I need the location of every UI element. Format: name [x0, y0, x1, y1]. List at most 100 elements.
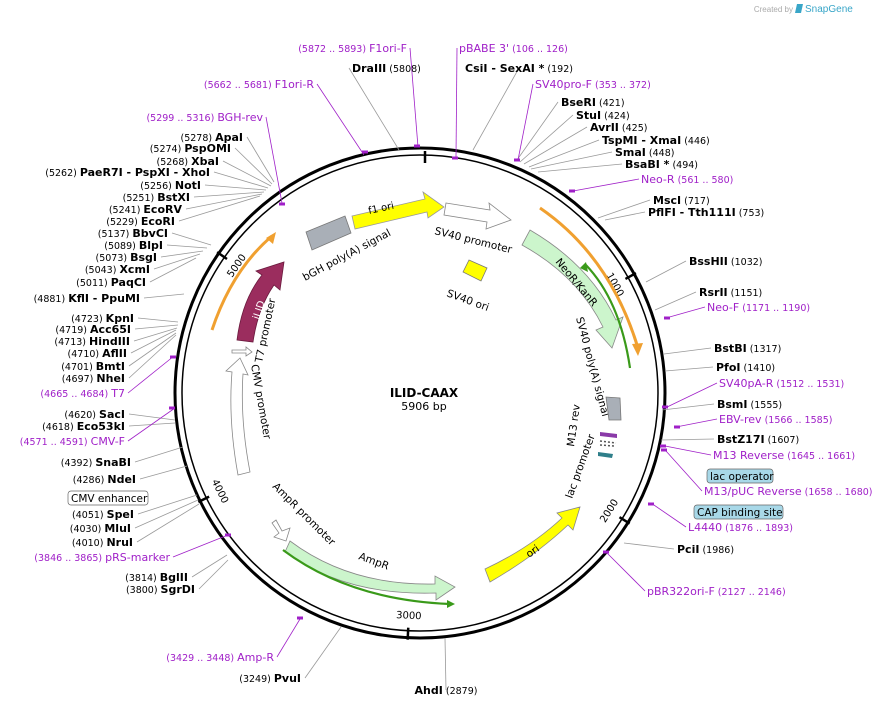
sv40-ori-box[interactable] — [462, 259, 488, 282]
enzyme-label[interactable]: SmaI (448) — [615, 146, 674, 159]
primer-site[interactable] — [225, 533, 231, 537]
primer-site[interactable] — [297, 616, 303, 620]
enzyme-label[interactable]: (5256) NotI — [140, 179, 201, 192]
enzyme-label[interactable]: (4010) NruI — [72, 536, 133, 549]
enzyme-label[interactable]: (5073) BsgI — [95, 251, 157, 264]
primer-label[interactable]: (3429 .. 3448) Amp-R — [166, 651, 274, 664]
primer-site[interactable] — [660, 444, 666, 448]
enzyme-label[interactable]: BstBI (1317) — [714, 342, 781, 355]
enzyme-label[interactable]: BsmI (1555) — [717, 398, 782, 411]
enzyme-label[interactable]: BssHII (1032) — [689, 255, 762, 268]
primer-label[interactable]: SV40pro-F (353 .. 372) — [535, 78, 651, 91]
lac-operator-marker[interactable] — [599, 440, 617, 447]
enzyme-label[interactable]: RsrII (1151) — [699, 286, 762, 299]
enzyme-label[interactable]: (3800) SgrDI — [126, 583, 195, 596]
primer-site[interactable] — [452, 156, 458, 160]
f1-ori-arrow[interactable] — [351, 191, 445, 230]
primer-label[interactable]: (5662 .. 5681) F1ori-R — [204, 78, 314, 91]
enzyme-label[interactable]: (5268) XbaI — [157, 155, 219, 168]
enzyme-label[interactable]: BsaBI * (494) — [625, 158, 698, 171]
enzyme-label[interactable]: (5011) PaqCI — [76, 276, 146, 289]
primer-site[interactable] — [569, 189, 575, 193]
primer-label[interactable]: (5299 .. 5316) BGH-rev — [146, 111, 263, 124]
t7-promoter-arrow[interactable] — [231, 346, 253, 357]
cap-binding-box[interactable] — [693, 504, 784, 520]
sv40-polya-box[interactable] — [605, 396, 622, 421]
primer-label[interactable]: (3846 .. 3865) pRS-marker — [34, 551, 170, 564]
primer-site[interactable] — [603, 550, 609, 554]
enzyme-label[interactable]: (4618) Eco53kI — [42, 420, 125, 433]
primer-site[interactable] — [362, 150, 368, 154]
enzyme-label[interactable]: (5278) ApaI — [180, 131, 243, 144]
primer-label[interactable]: EBV-rev (1566 .. 1585) — [719, 413, 832, 426]
m13-rev-marker[interactable] — [600, 432, 617, 438]
enzyme-label[interactable]: MscI (717) — [653, 194, 710, 207]
primer-label[interactable]: Neo-R (561 .. 580) — [641, 173, 733, 186]
primer-leader — [517, 83, 534, 161]
cmv-promoter-arrow[interactable] — [225, 357, 251, 476]
primer-label[interactable]: pBR322ori-F (2127 .. 2146) — [647, 585, 786, 598]
neor-kanr-arrow[interactable] — [521, 229, 624, 349]
enzyme-label[interactable]: AhdI (2879) — [415, 684, 478, 697]
primer-label[interactable]: (4571 .. 4591) CMV-F — [20, 435, 125, 448]
enzyme-label[interactable]: (5043) XcmI — [85, 263, 150, 276]
enzyme-label[interactable]: StuI (424) — [576, 109, 630, 122]
enzyme-label[interactable]: PfoI (1410) — [716, 361, 775, 374]
enzyme-label[interactable]: (4392) SnaBI — [61, 456, 131, 469]
enzyme-label[interactable]: (5274) PspOMI — [150, 142, 231, 155]
primer-site[interactable] — [648, 502, 654, 506]
enzyme-label[interactable]: (4719) Acc65I — [55, 323, 131, 336]
enzyme-label[interactable]: CsiI - SexAI * (192) — [465, 62, 573, 75]
sv40-promoter-arrow[interactable] — [443, 202, 512, 230]
enzyme-label[interactable]: (4701) BmtI — [61, 360, 125, 373]
ori-arrow[interactable] — [484, 506, 581, 583]
enzyme-label[interactable]: (4881) KflI - PpuMI — [34, 292, 140, 305]
primer-label[interactable]: L4440 (1876 .. 1893) — [688, 521, 793, 534]
enzyme-label[interactable]: BstZ17I (1607) — [717, 433, 799, 446]
enzyme-label[interactable]: (5137) BbvCI — [98, 227, 168, 240]
enzyme-label[interactable]: (5229) EcoRI — [106, 215, 175, 228]
primer-label[interactable]: pBABE 3' (106 .. 126) — [459, 42, 568, 55]
primer-label[interactable]: Neo-F (1171 .. 1190) — [707, 301, 810, 314]
primer-label[interactable]: M13 Reverse (1645 .. 1661) — [713, 449, 855, 462]
enzyme-label[interactable]: (5241) EcoRV — [109, 203, 183, 216]
enzyme-label[interactable]: (5251) BstXI — [123, 191, 190, 204]
primer-site[interactable] — [279, 202, 285, 206]
enzyme-label[interactable]: (4620) SacI — [64, 408, 125, 421]
primer-label[interactable]: SV40pA-R (1512 .. 1531) — [719, 377, 844, 390]
enzyme-label[interactable]: (5262) PaeR7I - PspXI - XhoI — [45, 166, 210, 179]
primer-site[interactable] — [664, 316, 670, 320]
primer-site[interactable] — [674, 425, 680, 429]
ampr-promoter-arrow[interactable] — [271, 519, 291, 542]
enzyme-label[interactable]: AvrII (425) — [590, 121, 647, 134]
enzyme-label[interactable]: (5089) BlpI — [104, 239, 163, 252]
cmv-enhancer-box[interactable] — [67, 490, 149, 506]
primer-site[interactable] — [661, 448, 667, 452]
primer-site[interactable] — [514, 158, 520, 162]
enzyme-label[interactable]: PciI (1986) — [677, 543, 734, 556]
enzyme-label[interactable]: DraIII (5808) — [352, 62, 421, 75]
enzyme-label[interactable]: (4030) MluI — [70, 522, 131, 535]
enzyme-label[interactable]: (4697) NheI — [62, 372, 125, 385]
enzyme-label[interactable]: (4713) HindIII — [54, 335, 130, 348]
primer-label[interactable]: (4665 .. 4684) T7 — [40, 387, 125, 400]
primer-site[interactable] — [662, 405, 668, 409]
enzyme-label[interactable]: TspMI - XmaI (446) — [602, 134, 710, 147]
enzyme-label[interactable]: (3814) BglII — [125, 571, 188, 584]
enzyme-label[interactable]: (4286) NdeI — [73, 473, 136, 486]
enzyme-label[interactable]: PflFI - Tth111I (753) — [648, 206, 764, 219]
primer-label[interactable]: (5872 .. 5893) F1ori-F — [298, 42, 407, 55]
primer-site[interactable] — [169, 406, 175, 410]
primer-label[interactable]: M13/pUC Reverse (1658 .. 1680) — [704, 485, 873, 498]
enzyme-label[interactable]: (4723) KpnI — [71, 312, 134, 325]
ilid-arrow[interactable] — [236, 261, 285, 343]
enzyme-label[interactable]: (3249) PvuI — [239, 672, 301, 685]
enzyme-label[interactable]: (4051) SpeI — [72, 508, 134, 521]
primer-site[interactable] — [414, 144, 420, 148]
bgh-polya-box[interactable] — [305, 215, 352, 251]
enzyme-label[interactable]: BseRI (421) — [561, 96, 625, 109]
cap-site-marker[interactable] — [598, 452, 613, 458]
lac-operator-box[interactable] — [706, 468, 774, 484]
enzyme-label[interactable]: (4710) AflII — [68, 347, 127, 360]
primer-site[interactable] — [170, 355, 176, 359]
